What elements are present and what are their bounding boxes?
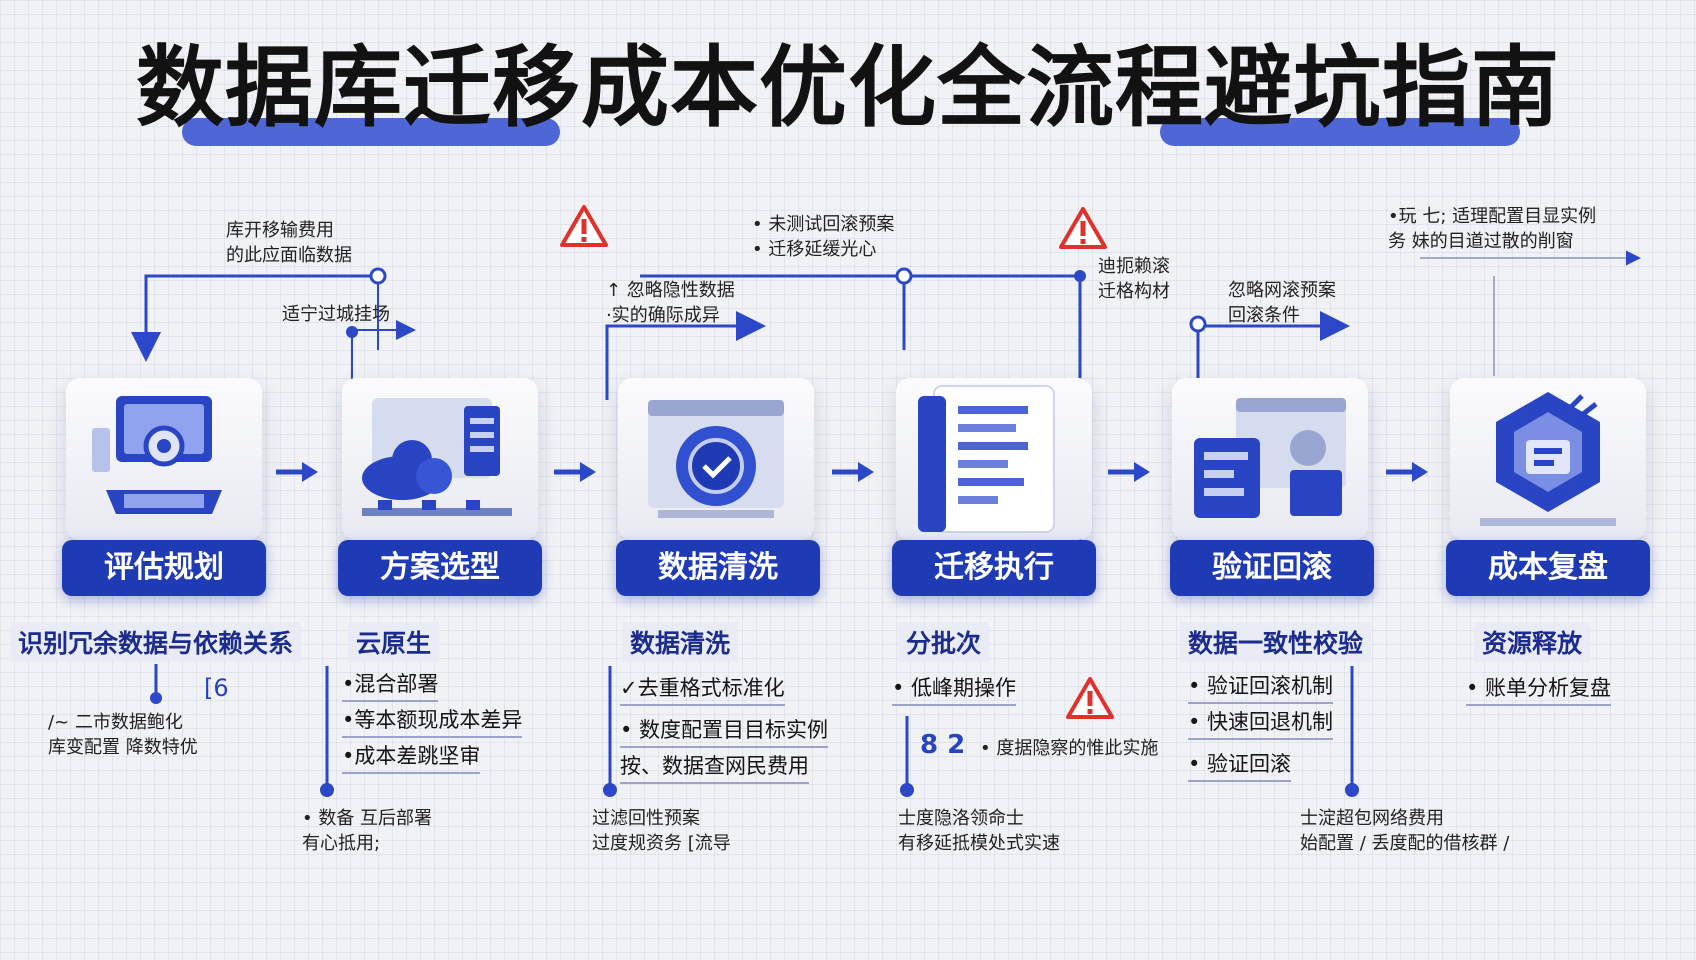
page-title: 数据库迁移成本优化全流程避坑指南 bbox=[135, 36, 1560, 139]
arrow-right-icon bbox=[1108, 462, 1150, 482]
bullet-item: • 账单分析复盘 bbox=[1466, 672, 1612, 708]
note-top-select: 适宁过城挂场 bbox=[282, 304, 390, 325]
warning-icon bbox=[560, 205, 608, 247]
stage-bullets-clean: ✓去重格式标准化 • 数度配置目目标实例 按、数据查网民费用 bbox=[620, 672, 829, 786]
stage-card-migrate bbox=[896, 378, 1092, 540]
stage-label-review: 成本复盘 bbox=[1446, 540, 1650, 596]
arrow-right-icon bbox=[1386, 462, 1428, 482]
stage-card-review bbox=[1450, 378, 1646, 540]
stage-label-migrate: 迁移执行 bbox=[892, 540, 1096, 596]
stage-subhead-clean: 数据清洗 bbox=[622, 622, 739, 662]
note-top-verify: 忽略网滚预案 回滚条件 bbox=[1228, 278, 1336, 328]
note-line: 库变配置 降数特优 bbox=[48, 737, 198, 758]
note-small-mark: [6 bbox=[204, 674, 229, 702]
bullet-item: • 验证回滚 bbox=[1188, 748, 1333, 784]
note-line: 有心抵用; bbox=[302, 833, 381, 854]
stage-card-clean bbox=[618, 378, 814, 540]
document-icon bbox=[918, 385, 1055, 533]
bullet-item: • 验证回滚机制 bbox=[1188, 670, 1334, 706]
arrow-right-icon bbox=[276, 462, 318, 482]
bullet-item: 按、数据查网民费用 bbox=[620, 750, 828, 786]
warning-icon bbox=[1066, 677, 1114, 719]
step-digits: 8 2 bbox=[920, 730, 966, 760]
verify-screen-icon bbox=[1194, 398, 1346, 518]
note-line: 回滚条件 bbox=[1228, 305, 1300, 326]
stage-bullets-migrate: • 低峰期操作 bbox=[892, 672, 1017, 708]
stage-label-select: 方案选型 bbox=[338, 540, 542, 596]
note-top-migrate: • 未测试回滚预案 • 迁移延缓光心 bbox=[752, 212, 894, 262]
bullet-item: •成本差跳坚审 bbox=[342, 740, 522, 776]
bullet-item: • 快速回退机制 bbox=[1188, 706, 1334, 742]
note-line: ·实的确际成异 bbox=[606, 305, 720, 326]
note-line: 始配置 / 丢度配的借核群 / bbox=[1300, 833, 1510, 854]
note-bottom-clean: 过滤回性预案 过度规资务 [流导 bbox=[592, 806, 731, 856]
stage-bullets-verify: • 验证回滚机制 • 快速回退机制 • 验证回滚 bbox=[1188, 670, 1334, 784]
note-top-clean: ↑ 忽略隐性数据 ·实的确际成异 bbox=[606, 278, 735, 328]
note-top-assess: 库开移输费用 的此应面临数据 bbox=[226, 218, 352, 268]
note-line: 过度规资务 [流导 bbox=[592, 833, 731, 854]
note-line: • 未测试回滚预案 bbox=[752, 214, 895, 235]
note-line: 忽略网滚预案 bbox=[1228, 280, 1336, 301]
note-line: 过滤回性预案 bbox=[592, 808, 700, 829]
stage-card-assess bbox=[66, 378, 262, 540]
note-line: •玩 七; 适理配置目显实例 bbox=[1388, 206, 1597, 227]
note-bottom-assess: /~ 二市数据鲍化 库变配置 降数特优 bbox=[48, 710, 198, 760]
stage-bullets-select: •混合部署 •等本额现成本差异 •成本差跳坚审 bbox=[342, 668, 523, 776]
note-line: 的此应面临数据 bbox=[226, 245, 352, 266]
bullet-item: •混合部署 bbox=[342, 668, 522, 704]
bullet-item: ✓去重格式标准化 bbox=[620, 672, 828, 708]
bullet-item: •等本额现成本差异 bbox=[342, 704, 523, 740]
monitor-computer-icon bbox=[92, 396, 222, 514]
note-line: • 数备 互后部署 bbox=[302, 808, 433, 829]
note-line: 库开移输费用 bbox=[226, 220, 334, 241]
note-top-review: •玩 七; 适理配置目显实例 务 妹的目道过散的削窗 bbox=[1388, 204, 1596, 254]
note-line: 务 妹的目道过散的削窗 bbox=[1388, 231, 1574, 252]
stage-label-clean: 数据清洗 bbox=[616, 540, 820, 596]
stage-bullets-review: • 账单分析复盘 bbox=[1466, 672, 1612, 708]
note-bottom-review: 士淀超包网络费用 始配置 / 丢度配的借核群 / bbox=[1300, 806, 1509, 856]
stage-label-assess: 评估规划 bbox=[62, 540, 266, 596]
title-highlight-right bbox=[1160, 118, 1520, 146]
title-area: 数据库迁移成本优化全流程避坑指南 bbox=[0, 28, 1696, 158]
note-mid-migrate: • 度据隐察的惟此实施 bbox=[980, 738, 1159, 759]
stage-subhead-review: 资源释放 bbox=[1474, 622, 1591, 662]
note-line: • 迁移延缓光心 bbox=[752, 239, 877, 260]
stage-subhead-assess: 识别冗余数据与依赖关系 bbox=[10, 622, 302, 662]
note-bottom-select: • 数备 互后部署 有心抵用; bbox=[302, 806, 432, 856]
note-bottom-migrate: 士度隐洛领命士 有移延抵模处式实速 bbox=[898, 806, 1060, 856]
note-line: 迪扼赖滚 bbox=[1098, 256, 1170, 277]
stage-subhead-migrate: 分批次 bbox=[898, 622, 990, 662]
warning-icon bbox=[1059, 207, 1107, 249]
stage-card-verify bbox=[1172, 378, 1368, 540]
cloud-server-icon bbox=[362, 398, 512, 516]
arrow-right-icon bbox=[554, 462, 596, 482]
bullet-item: • 低峰期操作 bbox=[892, 672, 1017, 708]
title-highlight-left bbox=[182, 118, 560, 146]
note-line: ↑ 忽略隐性数据 bbox=[606, 280, 735, 301]
bullet-item: • 数度配置目目标实例 bbox=[620, 714, 829, 750]
stage-label-verify: 验证回滚 bbox=[1170, 540, 1374, 596]
stage-subhead-select: 云原生 bbox=[348, 622, 440, 662]
stage-subhead-verify: 数据一致性校验 bbox=[1180, 622, 1372, 662]
arrow-right-icon bbox=[832, 462, 874, 482]
note-line: 士淀超包网络费用 bbox=[1300, 808, 1444, 829]
note-line: /~ 二市数据鲍化 bbox=[48, 712, 183, 733]
gear-check-icon bbox=[648, 400, 784, 518]
note-line: 迁格构材 bbox=[1098, 281, 1170, 302]
note-line: 士度隐洛领命士 bbox=[898, 808, 1024, 829]
note-line: 有移延抵模处式实速 bbox=[898, 833, 1060, 854]
hexagon-box-icon bbox=[1480, 392, 1616, 526]
stage-card-select bbox=[342, 378, 538, 540]
note-top-migrate-right: 迪扼赖滚 迁格构材 bbox=[1098, 254, 1170, 304]
